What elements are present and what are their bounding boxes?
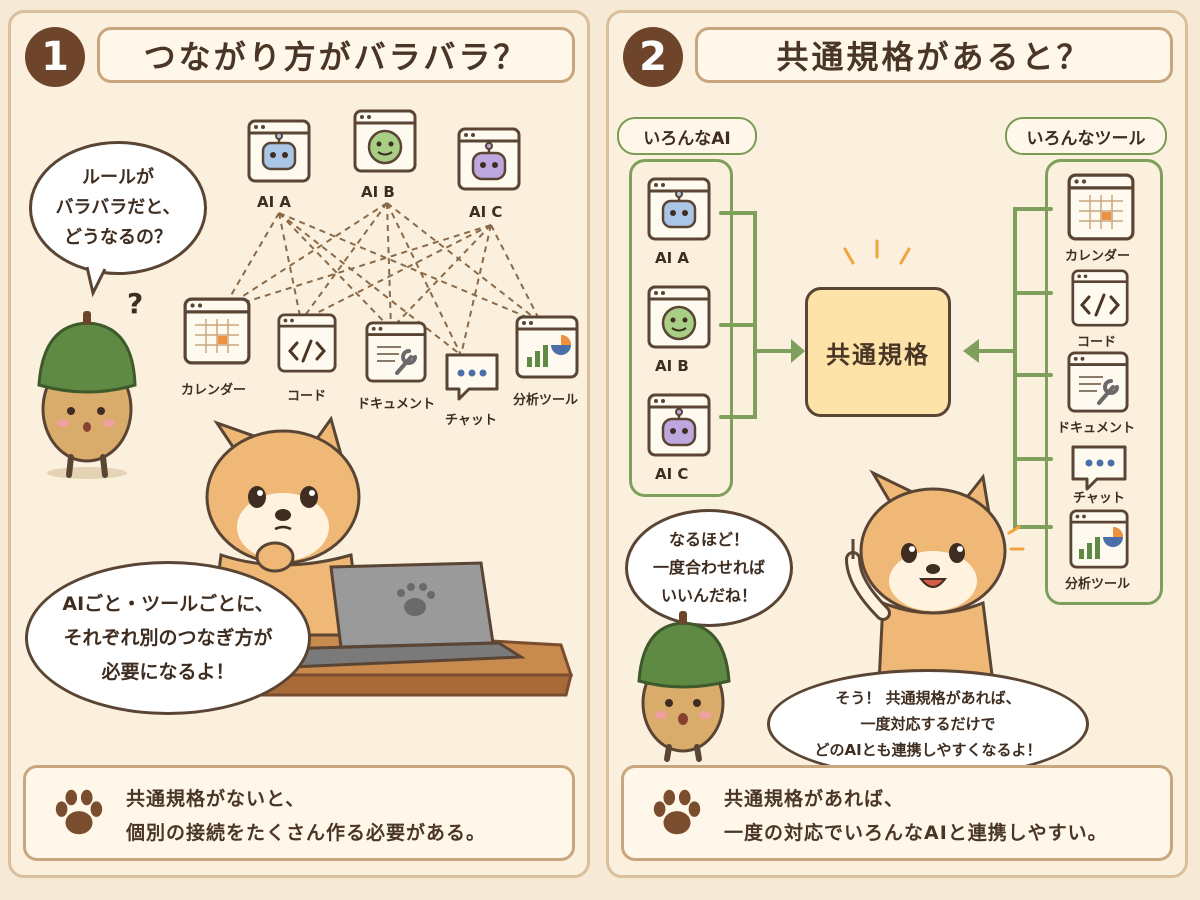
chat-icon [445,353,499,401]
calendar-icon [1067,173,1135,241]
panel-2-summary: 共通規格があれば、 一度の対応でいろんなAIと連携しやすい。 [621,765,1173,861]
acorn-speech-bubble: ルールが バラバラだと、 どうなるの？ [29,141,207,275]
shiba-dog-pointing [845,469,1025,685]
robot-icon [247,119,311,183]
ai-group-label: いろんなAI [617,117,757,155]
chart-icon [515,315,579,379]
tool-calendar-label: カレンダー [1065,249,1131,264]
step-number-1: 1 [25,27,85,87]
ai-c-label: AI C [469,203,503,221]
panel-1-summary: 共通規格がないと、 個別の接続をたくさん作る必要がある。 [23,765,575,861]
ai-a-label: AI A [655,249,690,267]
code-icon [277,313,337,373]
paw-icon [653,789,701,835]
tool-code-label: コード [287,389,327,404]
tool-document-label: ドキュメント [357,397,436,412]
document-wrench-icon [1067,351,1129,413]
document-wrench-icon [365,321,427,383]
acorn-character [37,311,137,479]
acorn-speech-bubble: なるほど！ 一度合わせれば いいんだね！ [625,509,793,627]
tool-document-label: ドキュメント [1057,421,1136,436]
chat-icon [1071,445,1127,491]
tool-chat-label: チャット [445,413,497,428]
dog-speech-bubble: そう！ 共通規格があれば、 一度対応するだけで どのAIとも連携しやすくなるよ！ [767,669,1089,779]
standard-connectors [719,207,1053,529]
robot-icon [647,285,711,349]
dog-speech-bubble: AIごと・ツールごとに、 それぞれ別のつなぎ方が 必要になるよ！ [25,561,311,715]
ai-b-label: AI B [655,357,689,375]
tangled-connections [222,202,542,356]
code-icon [1071,269,1129,327]
paw-icon [55,789,103,835]
tool-calendar-label: カレンダー [181,383,247,398]
panel-with-standard: 2 共通規格があると？ いろんなAI いろんなツール 共通規格 AI A AI … [606,10,1188,878]
ai-group [629,159,733,497]
calendar-icon [183,297,251,365]
ai-b-label: AI B [361,183,395,201]
panel-2-title: 共通規格があると？ [695,27,1173,83]
ai-a-label: AI A [257,193,292,211]
question-mark: ? [127,287,144,320]
tool-analytics-label: 分析ツール [1065,577,1131,592]
acorn-character [637,611,731,762]
ai-c-label: AI C [655,465,689,483]
panel-without-standard: 1 つながり方がバラバラ？ AI A [8,10,590,878]
robot-icon [353,109,417,173]
tool-group [1045,159,1163,605]
robot-icon [647,177,711,241]
robot-icon [457,127,521,191]
panel-1-title: つながり方がバラバラ？ [97,27,575,83]
robot-icon [647,393,711,457]
tool-group-label: いろんなツール [1005,117,1167,155]
step-number-2: 2 [623,27,683,87]
tool-chat-label: チャット [1073,491,1125,506]
tool-analytics-label: 分析ツール [513,393,579,408]
bubble-tail [85,266,107,298]
common-standard-box: 共通規格 [805,287,951,417]
chart-icon [1069,509,1129,569]
tool-code-label: コード [1077,335,1117,350]
